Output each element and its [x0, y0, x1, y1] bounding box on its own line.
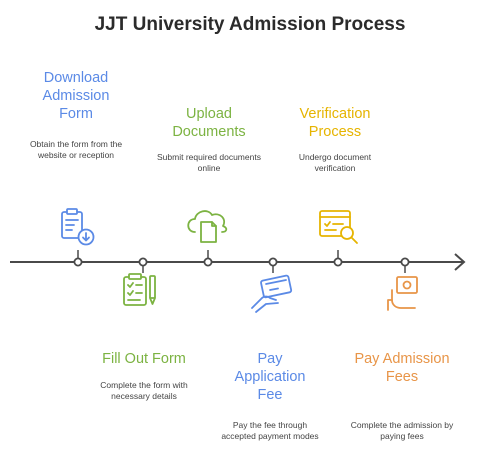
document-download-icon	[61, 208, 95, 246]
timeline-node-5	[333, 257, 343, 267]
cloud-upload-icon	[187, 210, 228, 243]
timeline-arrow	[454, 253, 466, 271]
form-pen-icon	[123, 273, 156, 306]
timeline-node-4	[268, 257, 278, 267]
timeline-node-2	[138, 257, 148, 267]
step-desc-fill-form: Complete the form with necessary details	[100, 380, 188, 401]
step-title-verification: Verification Process	[299, 106, 371, 140]
step-title-upload-documents: Upload Documents	[172, 106, 246, 140]
page-title: JJT University Admission Process	[94, 14, 406, 35]
step-title-download-form: Download Admission Form	[42, 70, 110, 122]
timeline-node-6	[400, 257, 410, 267]
step-title-pay-application-fee: Pay Application Fee	[234, 351, 306, 403]
step-desc-verification: Undergo document verification	[298, 152, 372, 173]
step-desc-download-form: Obtain the form from the website or rece…	[29, 139, 123, 160]
timeline-node-3	[203, 257, 213, 267]
step-desc-pay-admission-fees: Complete the admission by paying fees	[350, 420, 454, 441]
step-desc-upload-documents: Submit required documents online	[157, 152, 261, 173]
step-desc-pay-application-fee: Pay the fee through accepted payment mod…	[221, 420, 319, 441]
payment-card-icon	[251, 274, 293, 313]
step-title-pay-admission-fees: Pay Admission Fees	[354, 351, 450, 385]
verification-search-icon	[319, 210, 358, 244]
timeline-node-1	[73, 257, 83, 267]
step-title-fill-form: Fill Out Form	[102, 351, 186, 367]
money-hand-icon	[387, 276, 418, 311]
